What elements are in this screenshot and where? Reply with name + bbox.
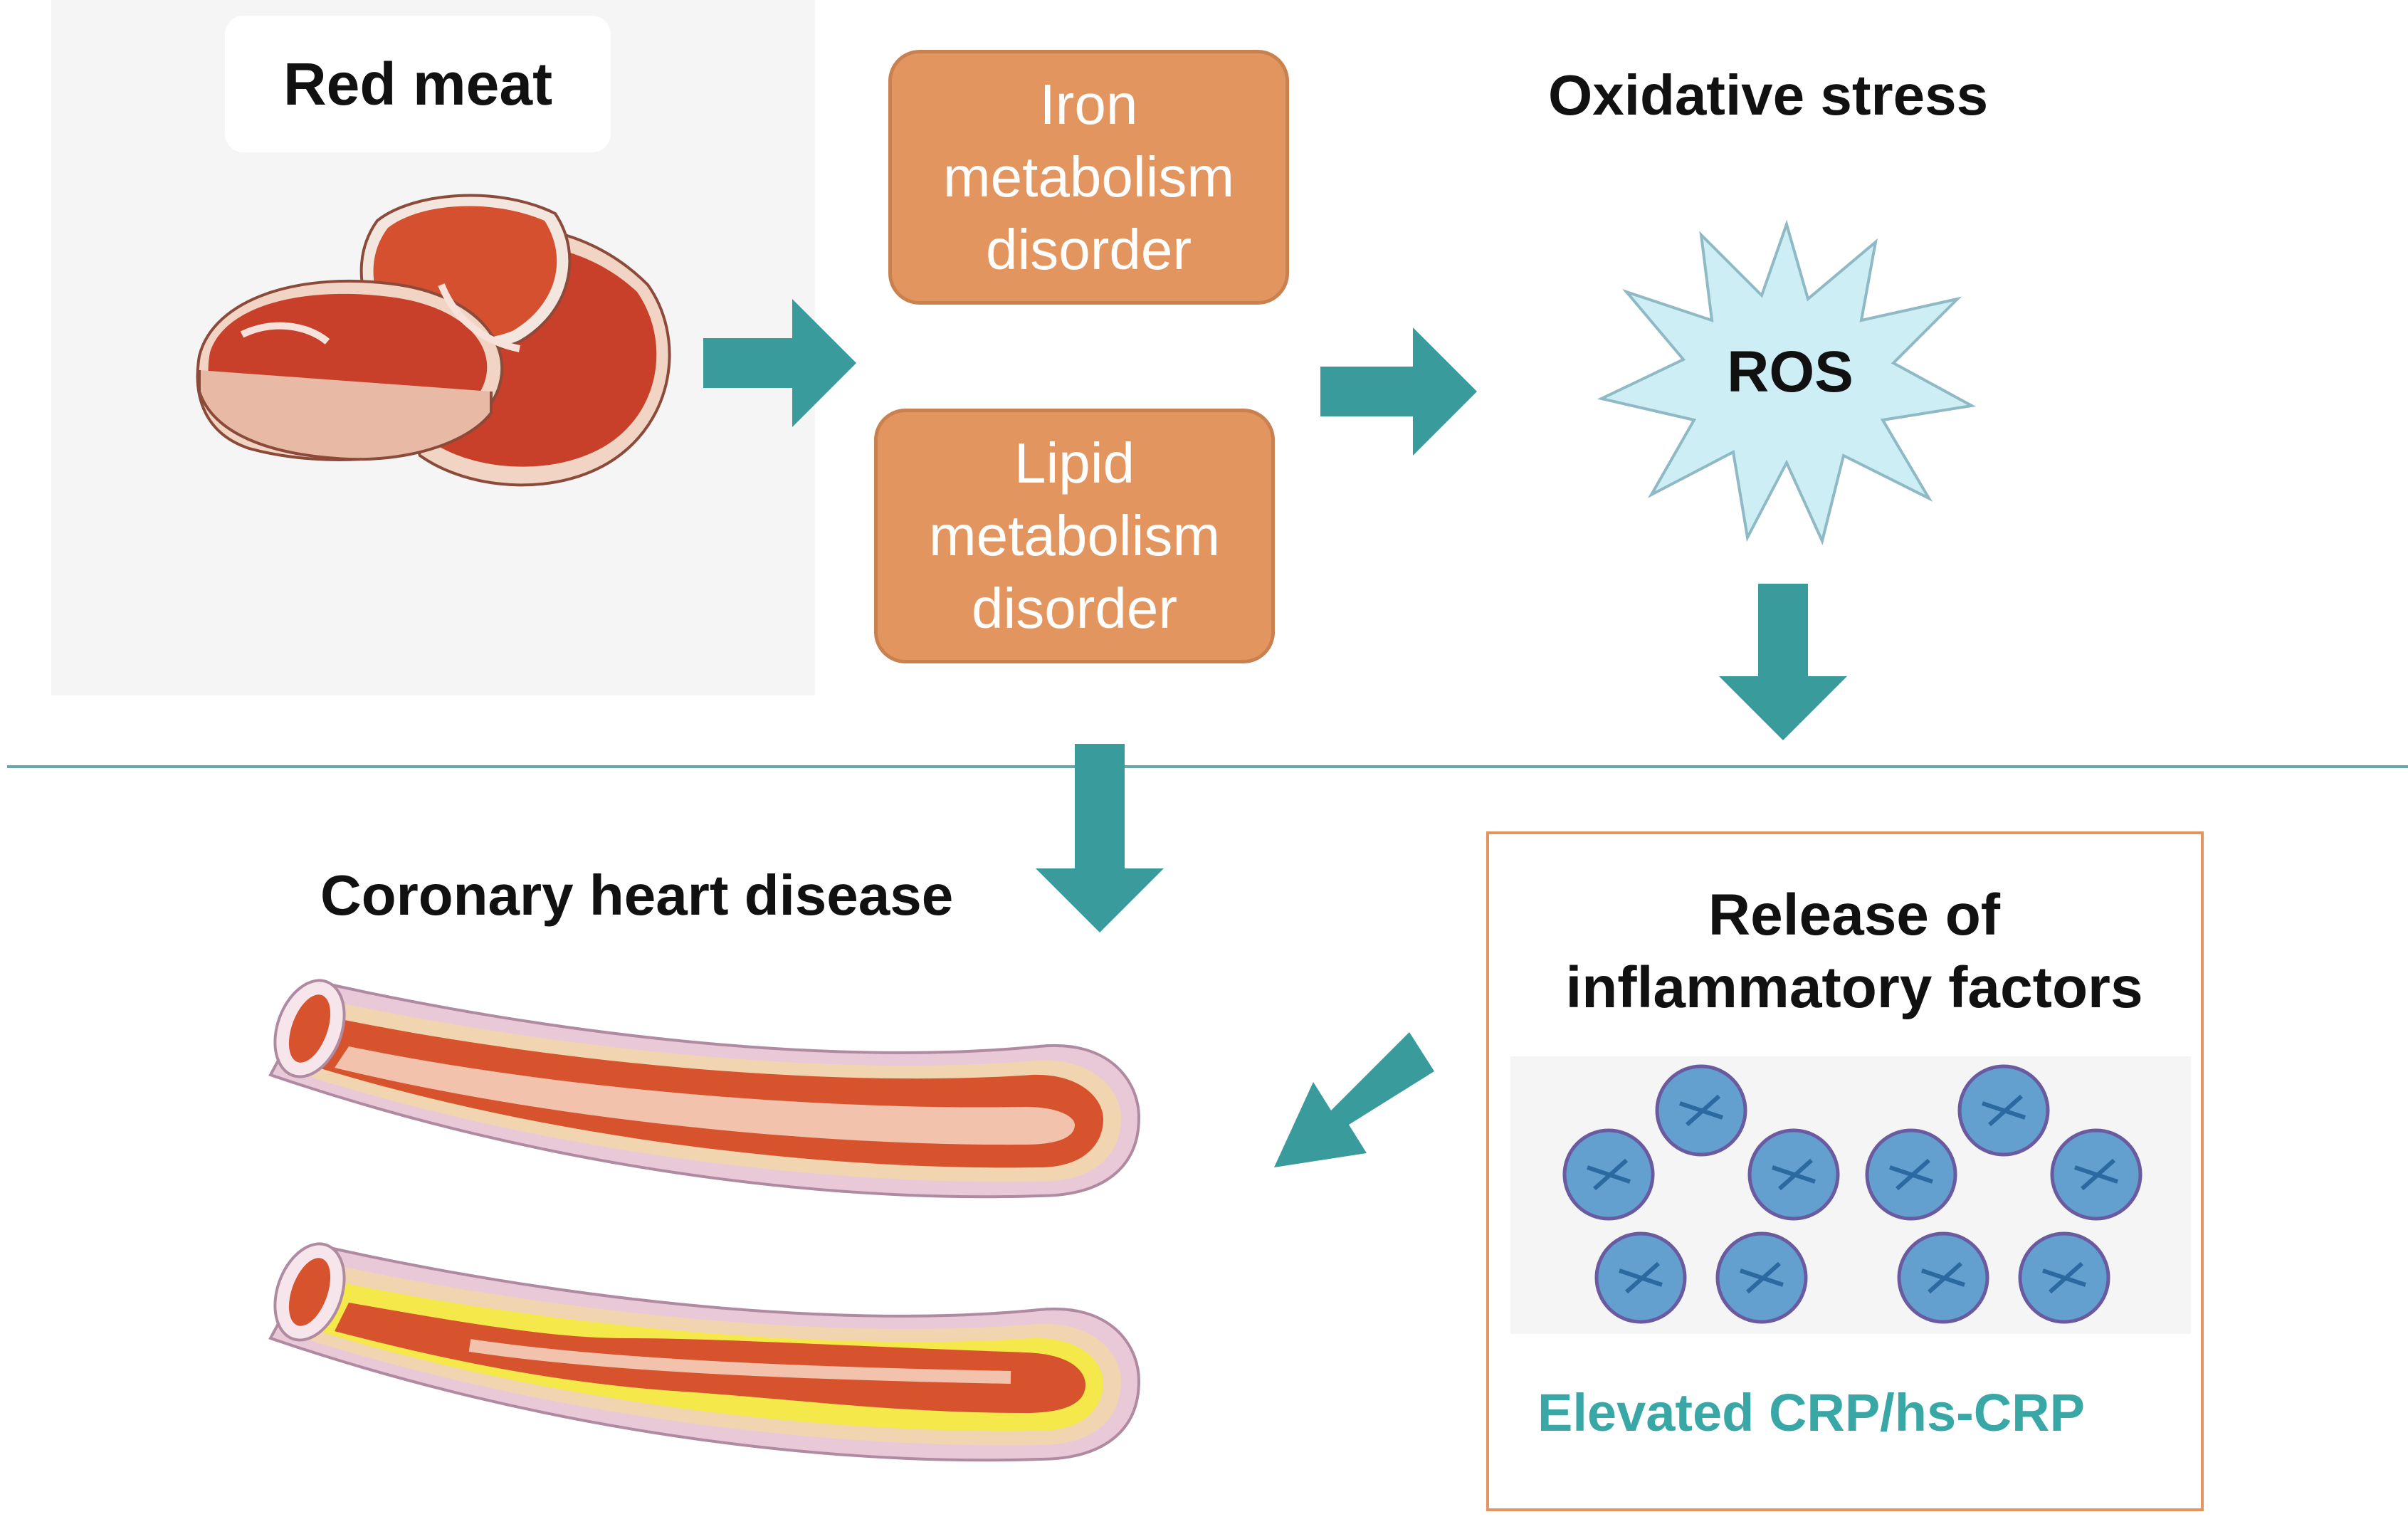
arrow-right-2 [1320, 327, 1477, 456]
release-inflammatory-label: Release of inflammatory factors [1565, 883, 2143, 1020]
ros-label: ROS [1727, 340, 1854, 404]
lipid-metabolism-box: Lipid metabolism disorder [874, 409, 1275, 663]
divider-line [7, 765, 2408, 768]
ros-starburst-icon: ROS [1597, 219, 1977, 546]
inflammatory-factors-box [1486, 831, 2204, 1511]
coronary-heart-disease-label: Coronary heart disease [320, 863, 954, 927]
healthy-artery-icon [268, 979, 1141, 1199]
oxidative-stress-label: Oxidative stress [1548, 63, 1989, 127]
crp-protein-icon-left [1562, 1064, 1840, 1324]
arrow-down-1 [1719, 584, 1847, 740]
crp-protein-icon-right [1865, 1064, 2143, 1324]
red-meat-icon [196, 194, 671, 487]
arrow-diagonal [1274, 1032, 1434, 1167]
arrow-down-2 [1036, 744, 1164, 932]
elevated-crp-label: Elevated CRP/hs-CRP [1537, 1383, 2085, 1442]
red-meat-label: Red meat [225, 16, 611, 152]
iron-metabolism-box: Iron metabolism disorder [888, 50, 1289, 305]
plaque-artery-icon [268, 1242, 1141, 1462]
arrow-right-1 [703, 299, 856, 427]
